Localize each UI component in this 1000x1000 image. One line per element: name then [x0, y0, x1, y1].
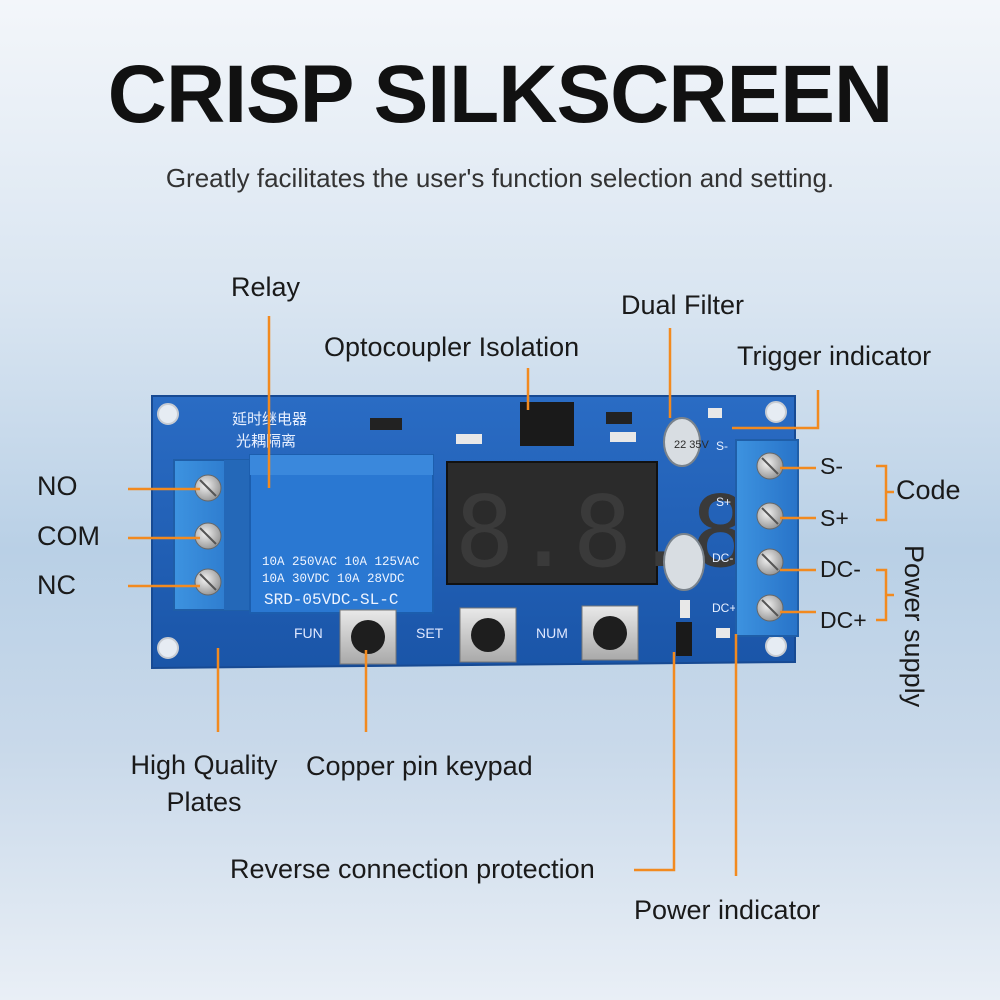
label-nc: NC [37, 570, 76, 600]
label-high-quality-line1: High Quality [130, 750, 278, 780]
label-dc-minus: DC- [820, 556, 861, 582]
smd-resistor-2 [606, 412, 632, 424]
terminal-block-left [173, 459, 251, 611]
label-s-plus: S+ [820, 505, 849, 531]
silk-dc-plus: DC+ [712, 601, 736, 615]
key-num-label: NUM [536, 625, 568, 641]
capacitor-1: 22 35V [663, 417, 710, 467]
relay-rating-line1: 10A 250VAC 10A 125VAC [262, 555, 420, 569]
key-fun[interactable] [339, 609, 397, 665]
smd-part-4 [610, 432, 636, 442]
terminal-block-right [735, 439, 799, 637]
label-trigger-indicator: Trigger indicator [737, 341, 932, 371]
trigger-callout-line [732, 390, 820, 430]
label-power-indicator: Power indicator [634, 895, 821, 925]
label-optocoupler: Optocoupler Isolation [324, 332, 580, 362]
smd-resistor-1 [370, 418, 402, 430]
silk-dc-minus: DC- [712, 551, 733, 565]
relay-component: 10A 250VAC 10A 125VAC 10A 30VDC 10A 28VD… [249, 454, 434, 614]
silk-chinese-line2: 光耦隔离 [236, 433, 296, 450]
silk-s-plus: S+ [716, 495, 731, 509]
key-fun-label: FUN [294, 625, 323, 641]
label-relay: Relay [231, 272, 301, 302]
label-com: COM [37, 521, 100, 551]
silk-s-minus: S- [716, 439, 728, 453]
relay-model: SRD-05VDC-SL-C [264, 591, 398, 609]
relay-rating-line2: 10A 30VDC 10A 28VDC [262, 572, 405, 586]
power-bracket [876, 568, 888, 622]
power-led [716, 628, 730, 638]
smd-part-3 [456, 434, 482, 444]
page-subtitle: Greatly facilitates the user's function … [165, 163, 835, 193]
protection-diode [676, 622, 692, 656]
label-reverse-protection: Reverse connection protection [230, 854, 595, 884]
reverse-callout-line [634, 652, 676, 872]
code-bracket [876, 464, 888, 522]
label-dual-filter: Dual Filter [621, 290, 745, 320]
page-title: CRISP SILKSCREEN [107, 49, 893, 140]
trigger-led [708, 408, 722, 418]
label-code: Code [896, 475, 961, 505]
cap1-label: 22 35V [674, 439, 710, 451]
key-num[interactable] [581, 605, 639, 661]
smd-part-5 [680, 600, 690, 618]
label-no: NO [37, 471, 78, 501]
label-high-quality-line2: Plates [166, 787, 242, 817]
key-set-label: SET [416, 625, 444, 641]
label-copper-keypad: Copper pin keypad [306, 751, 533, 781]
label-dc-plus: DC+ [820, 607, 867, 633]
label-s-minus: S- [820, 453, 843, 479]
capacitor-2 [663, 533, 705, 591]
key-set[interactable] [459, 607, 517, 663]
callout-lines [128, 316, 894, 876]
label-power-supply: Power supply [899, 545, 929, 708]
